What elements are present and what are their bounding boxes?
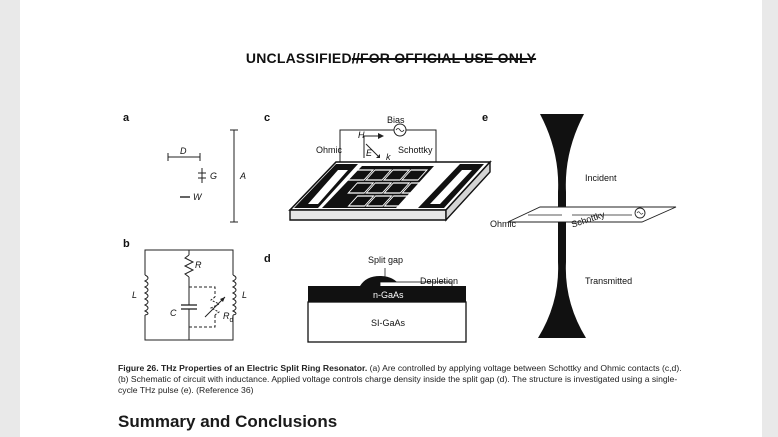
ohmic-label-e: Ohmic bbox=[490, 219, 517, 229]
h-field-label: H bbox=[358, 130, 365, 140]
document-page: UNCLASSIFIED//FOR OFFICIAL USE ONLY a c … bbox=[20, 0, 762, 437]
panel-d-cross-section bbox=[307, 268, 467, 343]
split-gap-label: Split gap bbox=[368, 255, 404, 265]
panel-e-beam bbox=[507, 114, 677, 338]
section-heading: Summary and Conclusions bbox=[118, 412, 338, 431]
e-field-label: E bbox=[366, 148, 373, 158]
schottky-label-c: Schottky bbox=[398, 145, 433, 155]
dim-a-label: A bbox=[240, 171, 247, 181]
bias-label: Bias bbox=[387, 115, 405, 125]
incident-label: Incident bbox=[585, 173, 617, 183]
panel-a-diagram bbox=[167, 129, 238, 223]
transmitted-label: Transmitted bbox=[585, 276, 633, 286]
caption-body: (a) Are controlled by applying voltage b… bbox=[118, 363, 682, 395]
dim-d-label: D bbox=[180, 146, 187, 156]
panel-label-d: d bbox=[264, 253, 271, 265]
struck-marking: //FOR OFFICIAL USE ONLY bbox=[351, 50, 537, 66]
figure-caption: Figure 26. THz Properties of an Electric… bbox=[118, 363, 688, 396]
inductor-right-label: L bbox=[242, 290, 248, 300]
resistor-rd-label: Rd bbox=[223, 311, 234, 324]
depletion-label: Depletion bbox=[420, 276, 459, 286]
si-gaas-label: SI-GaAs bbox=[371, 318, 406, 328]
panel-label-e: e bbox=[482, 112, 489, 124]
dim-g-label: G bbox=[210, 171, 218, 181]
k-vector-label: k bbox=[386, 152, 391, 162]
classification-marking: UNCLASSIFIED bbox=[245, 50, 352, 66]
ohmic-label-c: Ohmic bbox=[316, 145, 343, 155]
panel-label-c: c bbox=[264, 112, 271, 124]
resistor-r-label: R bbox=[195, 260, 202, 270]
dim-w-label: W bbox=[193, 192, 202, 202]
inductor-left-label: L bbox=[132, 290, 138, 300]
panel-b-circuit bbox=[143, 249, 237, 341]
n-gaas-label: n-GaAs bbox=[373, 290, 404, 300]
caption-title: Figure 26. THz Properties of an Electric… bbox=[118, 363, 368, 373]
capacitor-c-label: C bbox=[170, 308, 177, 318]
panel-c-array bbox=[288, 123, 492, 222]
panel-label-a: a bbox=[123, 112, 130, 124]
classification-header: UNCLASSIFIED//FOR OFFICIAL USE ONLY bbox=[20, 50, 762, 66]
panel-label-b: b bbox=[123, 238, 130, 250]
